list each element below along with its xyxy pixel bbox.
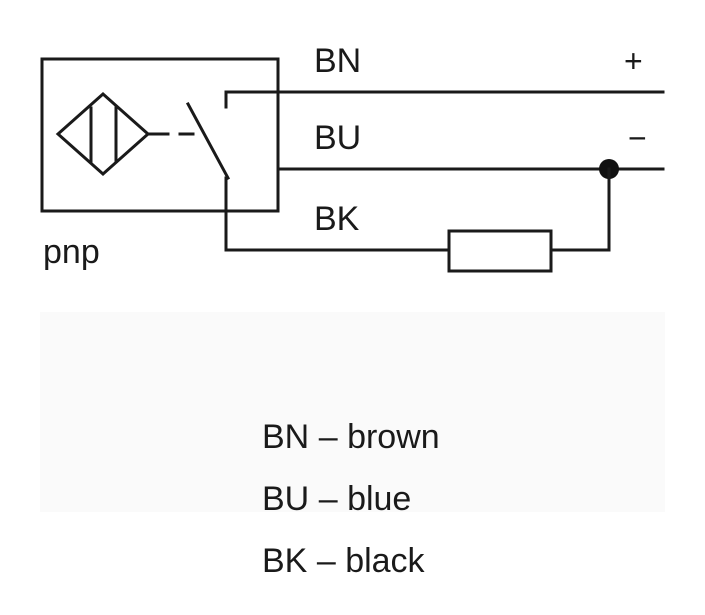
wire-color-legend: BN – brown BU – blue BK – black bbox=[262, 406, 440, 592]
legend-row-bn: BN – brown bbox=[262, 406, 440, 468]
legend-color-name: brown bbox=[347, 418, 440, 456]
legend-row-bu: BU – blue bbox=[262, 468, 440, 530]
load-resistor bbox=[447, 229, 553, 273]
legend-row-bk: BK – black bbox=[262, 530, 440, 592]
polarity-plus: + bbox=[624, 43, 643, 79]
switch-contact-icon bbox=[178, 90, 231, 181]
legend-dash: – bbox=[318, 418, 338, 456]
wire-label-bn: BN bbox=[314, 42, 361, 80]
bk-wire bbox=[224, 176, 451, 252]
legend-code: BU bbox=[262, 480, 310, 518]
sensor-type-label: pnp bbox=[43, 233, 100, 271]
legend-color-name: black bbox=[345, 542, 425, 580]
legend-dash: – bbox=[318, 480, 338, 518]
legend-panel bbox=[40, 312, 665, 512]
inductive-sensor-icon bbox=[55, 91, 170, 177]
wire-label-bu: BU bbox=[314, 119, 361, 157]
sensor-housing-box bbox=[40, 57, 280, 213]
polarity-minus: − bbox=[628, 120, 647, 156]
legend-code: BN bbox=[262, 418, 310, 456]
load-return-wire bbox=[549, 167, 611, 252]
legend-code: BK bbox=[262, 542, 308, 580]
legend-dash: – bbox=[316, 542, 336, 580]
legend-color-name: blue bbox=[347, 480, 412, 518]
wire-label-bk: BK bbox=[314, 200, 360, 238]
